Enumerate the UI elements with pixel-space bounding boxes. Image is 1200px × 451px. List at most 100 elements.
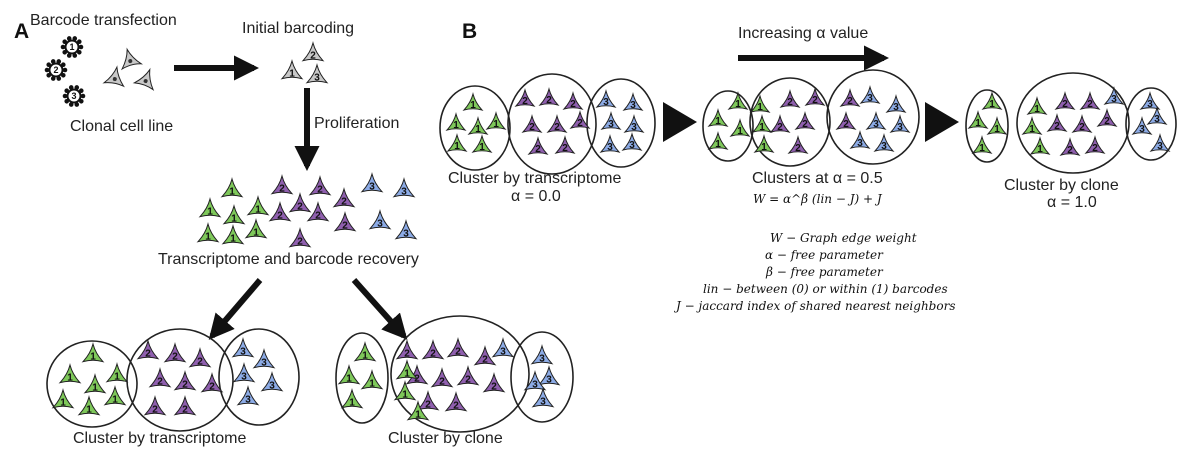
svg-text:2: 2 [795, 143, 801, 154]
svg-text:3: 3 [1111, 94, 1117, 105]
cell-clone-1: 1 [77, 395, 101, 416]
cell-clone-2: 2 [835, 111, 857, 130]
svg-text:2: 2 [535, 144, 541, 155]
formula-legend: W − Graph edge weight α − free parameter… [673, 231, 955, 313]
cell-clone-1: 1 [103, 385, 127, 406]
cell-clone-1: 1 [81, 342, 105, 363]
panel-a: A Barcode transfection Clonal cell line … [14, 12, 574, 447]
cell-clone-1: 1 [467, 116, 489, 135]
svg-text:1: 1 [989, 99, 995, 110]
svg-text:2: 2 [297, 236, 303, 247]
svg-text:3: 3 [403, 228, 409, 239]
svg-text:3: 3 [71, 91, 76, 101]
cell-clone-2: 2 [794, 111, 816, 130]
svg-text:2: 2 [522, 96, 528, 107]
svg-text:2: 2 [152, 404, 158, 415]
cluster-circle [126, 328, 234, 432]
cell-clone-3: 3 [368, 209, 392, 230]
svg-text:1: 1 [994, 124, 1000, 135]
cell-clone-2: 2 [562, 91, 584, 110]
legend-line-j: J − jaccard index of shared nearest neig… [673, 299, 955, 313]
cell-clone-2: 2 [446, 337, 470, 358]
svg-text:3: 3 [1154, 114, 1160, 125]
cell-clone-3: 3 [231, 337, 255, 358]
svg-text:1: 1 [759, 122, 765, 133]
svg-text:2: 2 [577, 118, 583, 129]
cell-clone-1: 1 [753, 134, 775, 153]
cell-clone-3: 3 [491, 337, 515, 358]
svg-text:1: 1 [470, 100, 476, 111]
svg-text:1: 1 [362, 350, 368, 361]
cluster-circle [439, 85, 511, 171]
cell-clone-3: 3 [1131, 116, 1153, 135]
cell-clone-3: 3 [236, 385, 260, 406]
svg-text:3: 3 [245, 394, 251, 405]
cell-clone-3: 3 [394, 219, 418, 240]
legend-line-lin: lin − between (0) or within (1) barcodes [703, 282, 948, 296]
svg-text:1: 1 [453, 120, 459, 131]
svg-text:3: 3 [873, 119, 879, 130]
svg-text:1: 1 [479, 142, 485, 153]
svg-text:2: 2 [317, 184, 323, 195]
svg-text:3: 3 [607, 142, 613, 153]
arrow-to-clone-clusters [351, 278, 408, 340]
svg-text:1: 1 [230, 233, 236, 244]
svg-text:2: 2 [1062, 99, 1068, 110]
svg-text:3: 3 [631, 122, 637, 133]
cell-clone-3: 3 [232, 362, 256, 383]
legend-line-alpha: α − free parameter [765, 248, 884, 262]
svg-text:3: 3 [1157, 141, 1163, 152]
cell-clone-2: 2 [456, 365, 480, 386]
cell-clone-2: 2 [1054, 91, 1076, 110]
cell-clone-3: 3 [859, 85, 881, 104]
cell-clone-1: 1 [220, 177, 244, 198]
svg-text:3: 3 [630, 100, 636, 111]
svg-text:2: 2 [777, 122, 783, 133]
b-right-title: Cluster by clone [1004, 177, 1119, 194]
cell-clone-2: 2 [306, 201, 330, 222]
svg-text:2: 2 [182, 379, 188, 390]
cluster-circle [1125, 87, 1177, 161]
legend-line-w: W − Graph edge weight [770, 231, 917, 245]
cell-clone-2: 2 [538, 87, 560, 106]
cell-clone-2: 2 [136, 339, 160, 360]
cell-unbarcoded: 3 [305, 63, 329, 84]
cell-clone-1: 1 [749, 94, 771, 113]
cluster-circle [507, 73, 597, 175]
svg-text:1: 1 [1034, 104, 1040, 115]
cell-clone-1: 1 [707, 108, 729, 127]
svg-text:2: 2 [491, 381, 497, 392]
svg-text:1: 1 [289, 68, 295, 79]
svg-text:3: 3 [1139, 124, 1145, 135]
cell-unbarcoded [120, 47, 143, 71]
cell-clone-2: 2 [173, 395, 197, 416]
cell-clone-1: 1 [986, 116, 1008, 135]
svg-text:2: 2 [297, 201, 303, 212]
cell-clone-3: 3 [252, 348, 276, 369]
svg-text:3: 3 [369, 181, 375, 192]
svg-text:1: 1 [1037, 144, 1043, 155]
cell-clone-2: 2 [268, 201, 292, 222]
svg-text:3: 3 [401, 186, 407, 197]
cell-clone-2: 2 [1059, 137, 1081, 156]
svg-text:3: 3 [269, 380, 275, 391]
cell-clone-3: 3 [622, 92, 644, 111]
svg-text:1: 1 [69, 42, 74, 52]
cluster-circle [749, 77, 831, 167]
legend-line-beta: β − free parameter [765, 265, 884, 279]
svg-text:2: 2 [341, 196, 347, 207]
cell-clone-2: 2 [173, 370, 197, 391]
svg-text:1: 1 [979, 143, 985, 154]
barcode-gear-icon: 1 [60, 36, 84, 58]
svg-text:1: 1 [369, 378, 375, 389]
cell-clone-1: 1 [337, 364, 361, 385]
svg-text:2: 2 [315, 210, 321, 221]
cell-clone-3: 3 [392, 177, 416, 198]
svg-text:2: 2 [277, 210, 283, 221]
svg-text:2: 2 [145, 348, 151, 359]
svg-text:1: 1 [349, 397, 355, 408]
